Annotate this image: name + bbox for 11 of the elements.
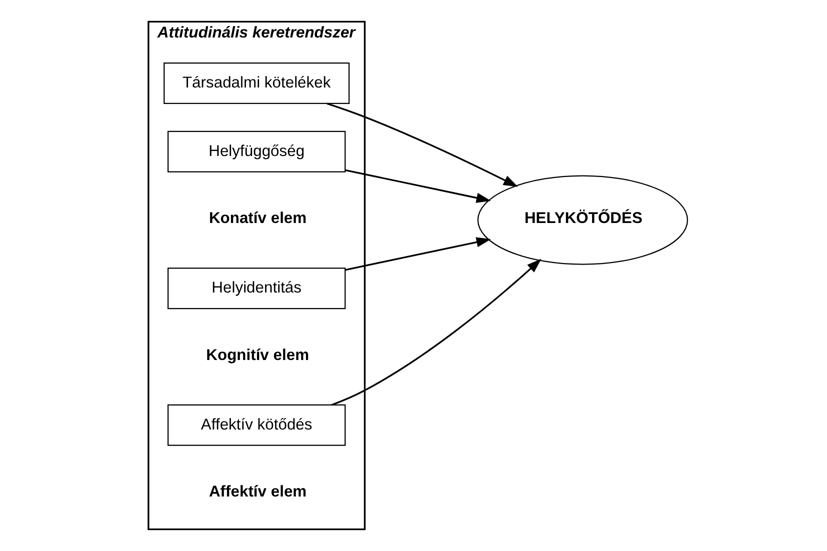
node-box: Helyfüggőség (168, 130, 346, 172)
arrow (345, 237, 491, 271)
node-box: Társadalmi kötelékek (164, 62, 350, 104)
label: Kognitív elem (206, 346, 310, 364)
arrow (331, 258, 542, 406)
node-box: Affektív kötődés (168, 404, 346, 446)
node-box: Helyidentitás (168, 268, 346, 310)
arrow (345, 169, 491, 203)
label: Konatív elem (208, 210, 307, 228)
label: Affektív elem (208, 484, 307, 501)
arrow (326, 102, 518, 187)
